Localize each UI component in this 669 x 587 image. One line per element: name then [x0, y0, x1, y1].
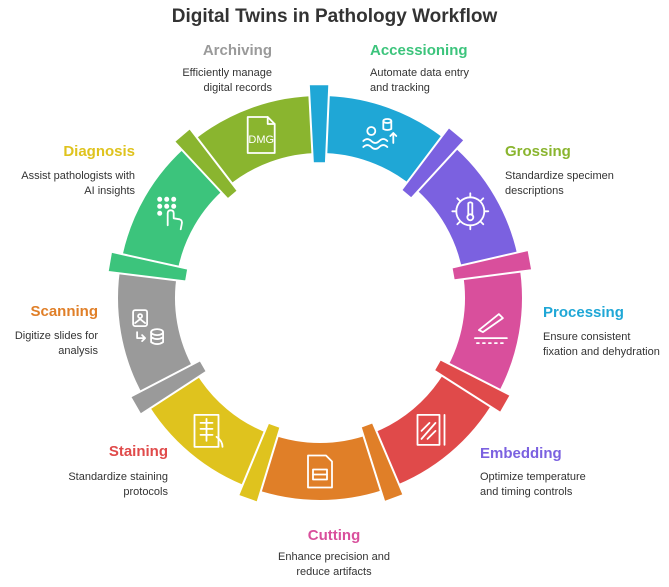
keypad-touch-icon [157, 196, 183, 231]
segment-staining [369, 370, 495, 488]
stage-desc-staining: Standardize staining protocols [68, 471, 168, 498]
connector-tab-staining [432, 357, 513, 415]
stage-desc-archiving: Efficiently manage digital records [182, 67, 272, 94]
stage-title-cutting: Cutting [307, 527, 361, 544]
stage-title-grossing: Grossing [505, 143, 571, 160]
segment-scanning [250, 434, 390, 500]
stage-title-scanning: Scanning [30, 303, 98, 320]
stage-title-diagnosis: Diagnosis [63, 143, 135, 160]
knife-slice-icon [473, 313, 508, 345]
segment-grossing [190, 96, 320, 187]
diagram-title: Digital Twins in Pathology Workflow [171, 6, 498, 27]
dmg-file-icon: DMG [246, 116, 276, 154]
stage-title-accessioning: Accessioning [370, 42, 468, 59]
document-scan-icon [307, 454, 333, 489]
stage-desc-cutting: Enhance precision and reduce artifacts [278, 551, 390, 578]
stage-desc-diagnosis: Assist pathologists with AI insights [21, 170, 135, 197]
segment-embedding [413, 143, 519, 273]
thermometer-gear-icon [451, 192, 490, 231]
connector-tab-cutting [450, 248, 534, 282]
xray-report-icon [193, 413, 224, 448]
stage-desc-grossing: Standardize specimen descriptions [505, 170, 614, 197]
stage-title-processing: Processing [543, 304, 624, 321]
segment-processing [320, 96, 450, 187]
stained-slide-icon [416, 413, 446, 446]
stage-title-archiving: Archiving [202, 42, 272, 59]
dmg-icon-label: DMG [248, 134, 274, 146]
connector-tab-grossing [172, 126, 240, 201]
connector-tab-accessioning [106, 250, 190, 283]
stage-desc-embedding: Optimize temperature and timing controls [480, 471, 586, 498]
process-flow-icon [362, 118, 398, 150]
connector-tab-diagnosis [236, 421, 282, 504]
stage-desc-accessioning: Automate data entry and tracking [370, 67, 470, 94]
segment-archiving [118, 262, 195, 399]
connector-tab-archiving [128, 358, 209, 417]
stage-desc-scanning: Digitize slides for analysis [14, 330, 98, 357]
stage-title-staining: Staining [108, 443, 168, 460]
stage-desc-processing: Ensure consistent fixation and dehydrati… [543, 331, 660, 358]
connector-tab-processing [307, 83, 331, 165]
connector-tab-scanning [359, 421, 405, 504]
connector-tab-embedding [399, 125, 467, 200]
image-database-icon [132, 309, 165, 345]
stage-title-embedding: Embedding [480, 445, 562, 462]
